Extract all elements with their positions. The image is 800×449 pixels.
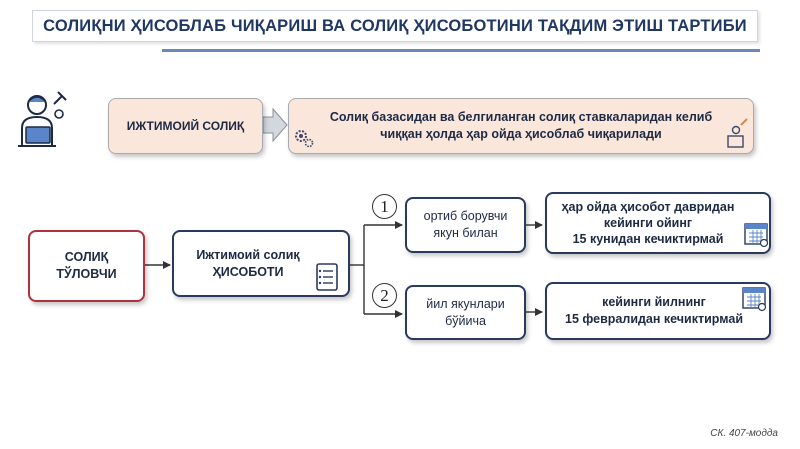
tax-payer-box: СОЛИҚ ТЎЛОВЧИ bbox=[28, 230, 145, 302]
branch-number-1: 1 bbox=[372, 194, 397, 219]
page-title: СОЛИҚНИ ҲИСОБЛАБ ЧИҚАРИШ ВА СОЛИҚ ҲИСОБО… bbox=[32, 10, 758, 42]
report-line-2: ҲИСОБОТИ bbox=[212, 264, 284, 279]
report-line-1: Ижтимоий солиқ bbox=[196, 247, 300, 262]
calendar-icon-2 bbox=[742, 287, 767, 312]
deadline-2-line-1: кейинги йилнинг bbox=[602, 295, 706, 310]
condition-box-2: йил якунлари бўйича bbox=[405, 285, 526, 340]
calendar-icon-1 bbox=[744, 223, 769, 248]
condition-2-line-1: йил якунлари bbox=[426, 296, 505, 311]
deadline-1-line-3: 15 кунидан кечиктирмай bbox=[572, 232, 724, 247]
condition-box-1: ортиб борувчи якун билан bbox=[405, 197, 526, 253]
deadline-1-line-2: кейинги ойинг bbox=[603, 215, 693, 230]
branch-number-2: 2 bbox=[372, 283, 397, 308]
payer-line-2: ТЎЛОВЧИ bbox=[56, 267, 117, 281]
condition-1-line-2: якун билан bbox=[433, 226, 498, 240]
condition-2-line-2: бўйича bbox=[445, 313, 486, 328]
condition-1-line-1: ортиб борувчи bbox=[423, 209, 508, 224]
deadline-box-1: ҳар ойда ҳисобот давридан кейинги ойинг … bbox=[545, 192, 771, 254]
tax-name-label: ИЖТИМОИЙ СОЛИҚ bbox=[126, 118, 245, 133]
tax-name-box: ИЖТИМОИЙ СОЛИҚ bbox=[108, 98, 263, 154]
description-line-1: Солиқ базасидан ва белгиланган солиқ ста… bbox=[329, 110, 713, 125]
source-note: СК. 407-модда bbox=[710, 428, 778, 439]
deadline-1-line-1: ҳар ойда ҳисобот давридан bbox=[561, 199, 735, 214]
block-arrow bbox=[262, 107, 288, 143]
tax-description-box: Солиқ базасидан ва белгиланган солиқ ста… bbox=[288, 98, 754, 154]
description-line-2: чиққан ҳолда ҳар ойда ҳисоблаб чиқарилад… bbox=[380, 127, 662, 141]
deadline-box-2: кейинги йилнинг 15 февралидан кечиктирма… bbox=[545, 282, 771, 340]
title-underline bbox=[162, 49, 760, 52]
payer-line-1: СОЛИҚ bbox=[64, 250, 109, 265]
deadline-2-line-2: 15 февралидан кечиктирмай bbox=[565, 312, 743, 326]
